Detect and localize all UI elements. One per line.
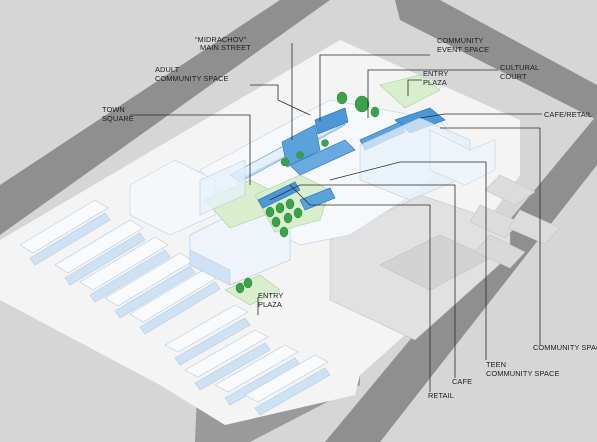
label-community-space: COMMUNITY SPACE <box>533 343 597 352</box>
label-entry-plaza-bottom: ENTRY PLAZA <box>258 291 285 309</box>
label-cafe-retail: CAFE/RETAIL <box>544 110 592 119</box>
residential-rows <box>19 199 221 335</box>
label-entry-plaza-top: ENTRY PLAZA <box>423 69 450 87</box>
label-retail: RETAIL <box>428 391 454 400</box>
entry-plaza-top-ground <box>379 74 441 109</box>
residential-rows-bottom <box>164 304 331 416</box>
neighbor-block <box>329 174 561 341</box>
label-town-square: TOWN SQUARE <box>102 105 134 123</box>
retail-volume <box>289 139 356 176</box>
label-adult-community-space: ADULT COMMUNITY SPACE <box>155 65 229 83</box>
west-wing <box>129 159 216 236</box>
road-top-right <box>395 0 597 120</box>
teen-community-space-volume <box>299 187 336 211</box>
label-community-event-space: COMMUNITY EVENT SPACE <box>437 36 489 54</box>
leader-lines <box>130 43 542 392</box>
label-midrachov-main-street: “MIDRACHOV” MAIN STREET <box>195 35 251 52</box>
label-teen-community-space: TEEN COMMUNITY SPACE <box>486 360 560 378</box>
labels: “MIDRACHOV” MAIN STREET COMMUNITY EVENT … <box>102 35 597 400</box>
trees <box>235 91 380 294</box>
road-top-left <box>0 0 330 235</box>
community-event-space-volume <box>314 107 349 135</box>
cafe-volume <box>257 181 301 209</box>
label-cafe: CAFE <box>452 377 472 386</box>
label-cultural-court: CULTURAL COURT <box>500 63 541 81</box>
